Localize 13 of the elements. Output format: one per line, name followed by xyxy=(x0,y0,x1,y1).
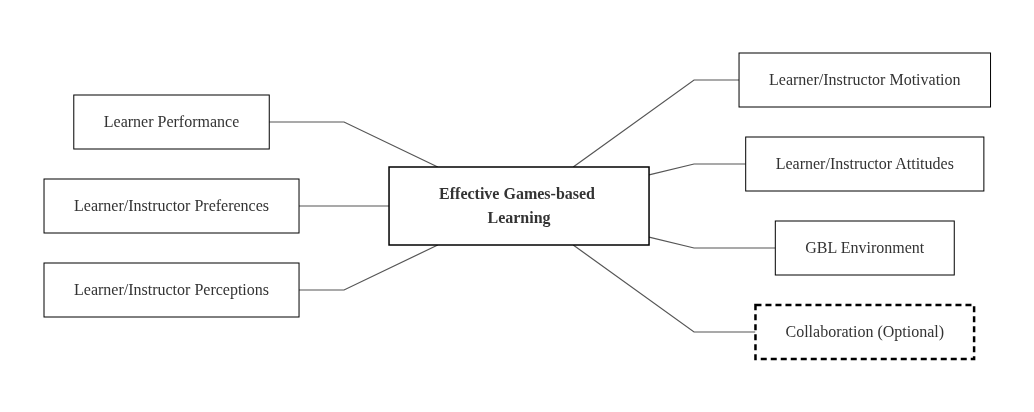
node-box: Learner/Instructor Preferences xyxy=(43,178,300,234)
node-box: Learner Performance xyxy=(73,94,270,150)
node-box: GBL Environment xyxy=(774,220,955,276)
node-box: Effective Games-based Learning xyxy=(388,166,650,246)
connector xyxy=(572,79,740,168)
node-box: Collaboration (Optional) xyxy=(753,303,976,361)
node-box: Learner/Instructor Perceptions xyxy=(43,262,300,318)
node-box: Learner/Instructor Motivation xyxy=(738,52,991,108)
connector xyxy=(648,236,776,249)
connector xyxy=(648,163,747,176)
connector xyxy=(268,121,439,168)
node-box: Learner/Instructor Attitudes xyxy=(744,136,985,192)
connector xyxy=(572,244,756,333)
